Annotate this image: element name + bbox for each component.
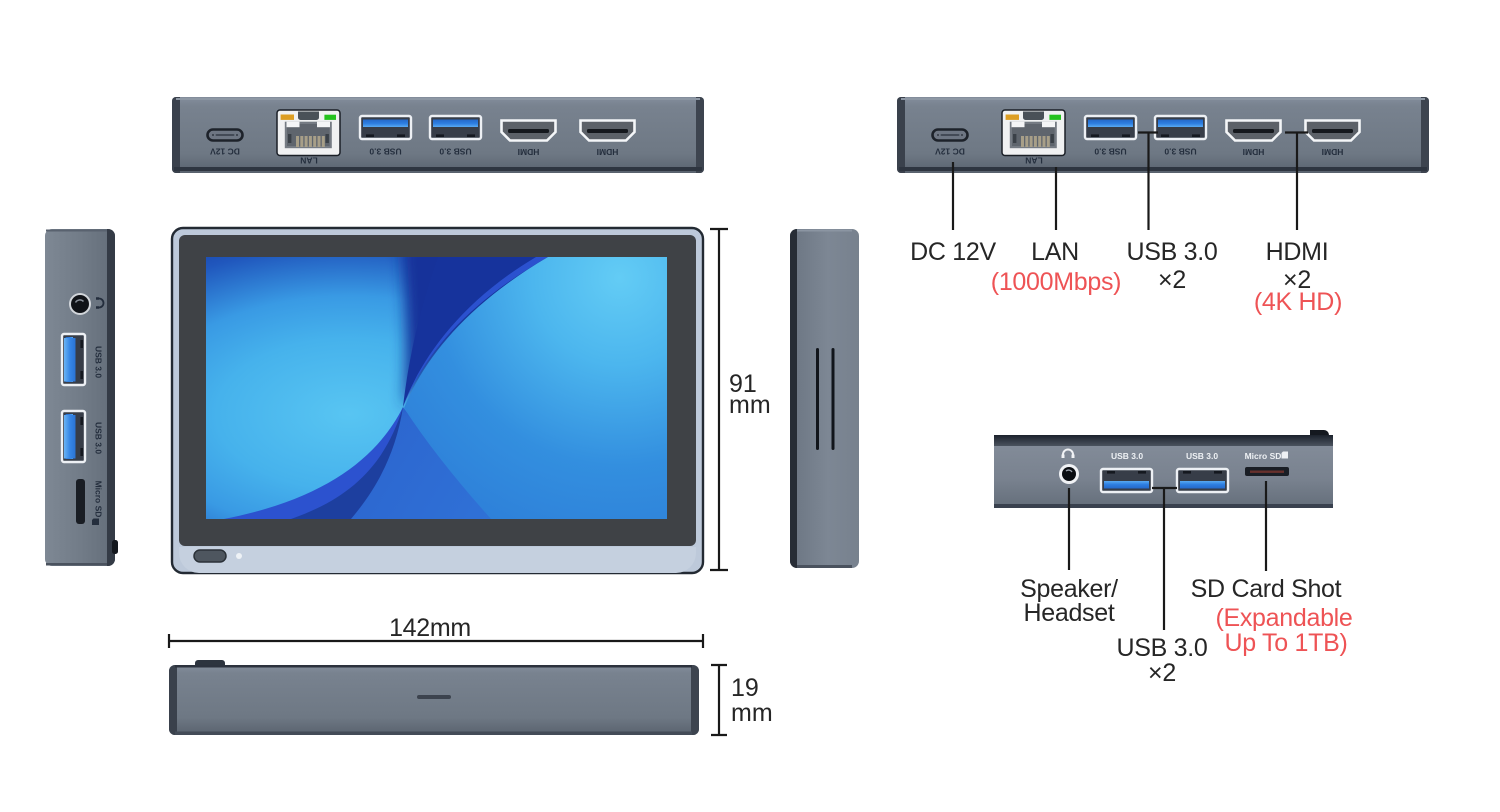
svg-text:Speaker/: Speaker/ [1020,575,1118,603]
svg-text:SD Card Shot: SD Card Shot [1191,575,1342,603]
svg-text:142mm: 142mm [389,614,471,642]
svg-text:(1000Mbps): (1000Mbps) [991,268,1121,296]
svg-text:×2: ×2 [1148,659,1176,687]
svg-text:×2: ×2 [1158,266,1186,294]
svg-text:×2: ×2 [1283,266,1311,294]
svg-text:USB 3.0: USB 3.0 [1186,451,1218,461]
svg-text:mm: mm [729,391,771,419]
svg-text:Micro SD: Micro SD [94,481,104,518]
svg-text:19: 19 [731,674,759,702]
svg-text:Headset: Headset [1023,599,1114,627]
svg-text:HDMI: HDMI [1266,238,1329,266]
svg-text:(4K HD): (4K HD) [1254,288,1342,316]
svg-text:91: 91 [729,370,757,398]
svg-text:mm: mm [731,699,773,727]
svg-text:USB 3.0: USB 3.0 [1126,238,1217,266]
svg-text:LAN: LAN [1031,238,1079,266]
svg-text:Micro SD: Micro SD [1245,451,1282,461]
svg-text:USB 3.0: USB 3.0 [1116,634,1207,662]
svg-text:USB 3.0: USB 3.0 [1111,451,1143,461]
svg-text:(Expandable: (Expandable [1215,604,1352,632]
svg-text:DC 12V: DC 12V [910,238,996,266]
svg-text:USB 3.0: USB 3.0 [94,346,104,378]
svg-text:USB 3.0: USB 3.0 [94,422,104,454]
svg-text:Up To 1TB): Up To 1TB) [1225,629,1348,657]
